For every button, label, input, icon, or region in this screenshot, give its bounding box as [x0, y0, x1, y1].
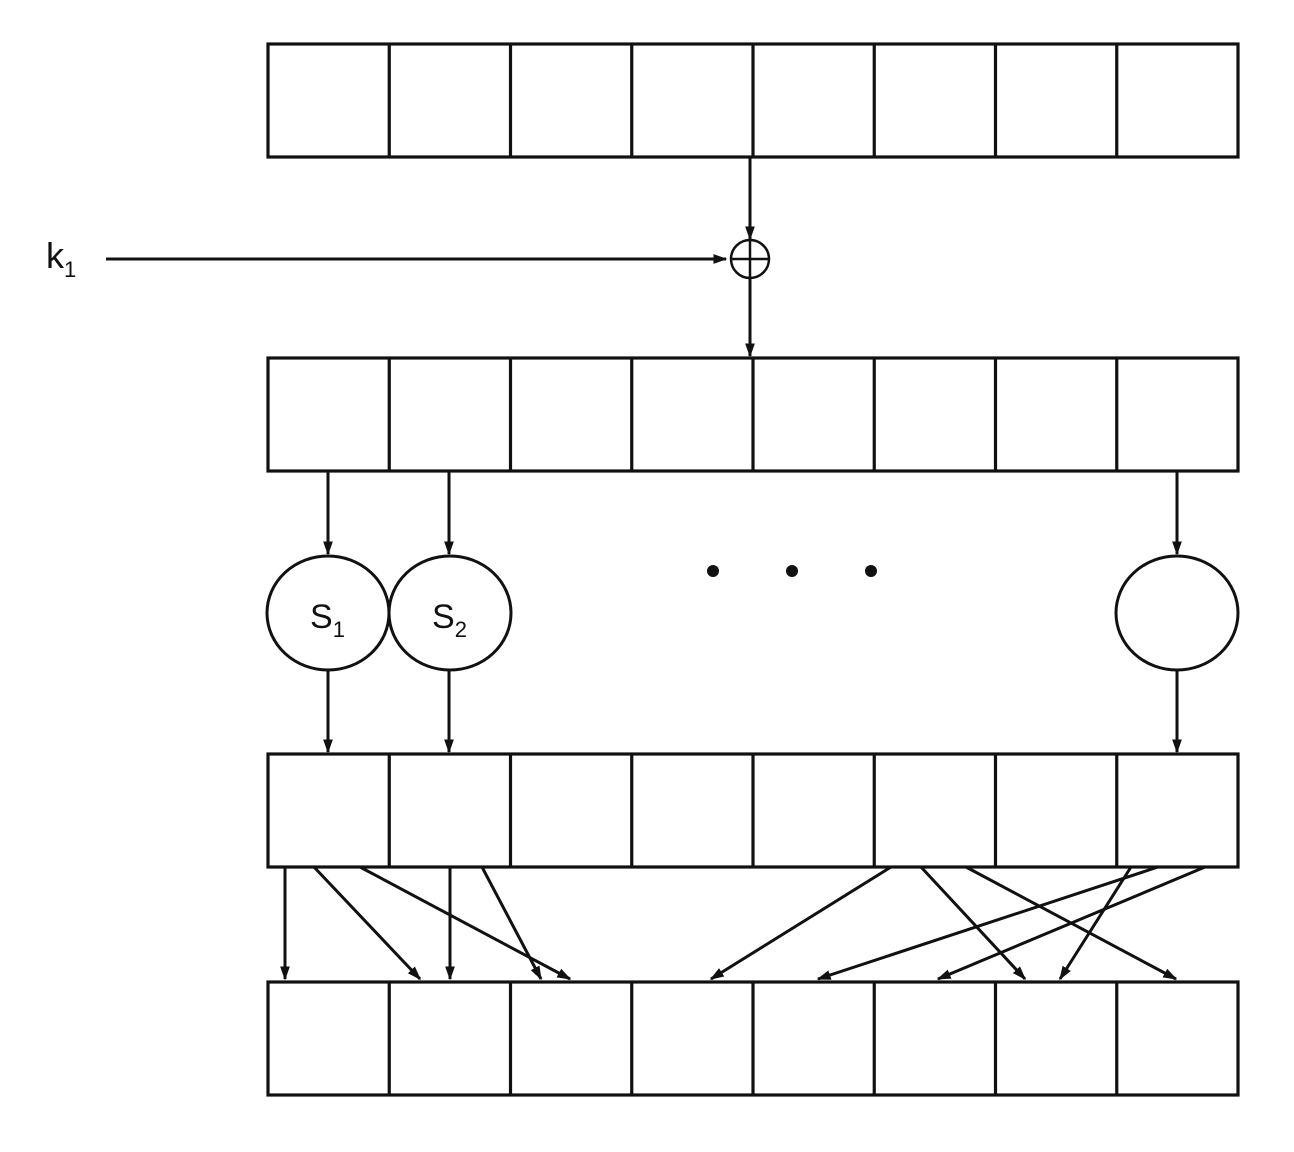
perm-wire	[1058, 866, 1133, 981]
input-register-cells	[387, 44, 1119, 157]
output-register-cells	[387, 982, 1119, 1095]
sbox-2: S2	[387, 554, 513, 672]
perm-wire	[919, 865, 1027, 981]
output-register	[266, 980, 1240, 1097]
sbox-n	[1114, 554, 1240, 672]
permutation-wires	[280, 865, 1206, 981]
input-register	[266, 42, 1240, 159]
substituted-register-cells	[387, 754, 1119, 867]
keyed-register-cells	[387, 358, 1119, 471]
substituted-register	[266, 752, 1240, 869]
horizontal-ellipsis-icon	[707, 565, 877, 577]
key-input: k1	[46, 235, 728, 282]
perm-wire	[816, 865, 1159, 981]
sbox-1-label: S1	[310, 598, 345, 642]
perm-wire	[936, 865, 1206, 981]
perm-wire	[709, 865, 892, 981]
sbox-2-label: S2	[432, 598, 467, 642]
perm-wire	[480, 866, 543, 981]
key-label: k1	[46, 235, 76, 282]
xor-icon	[729, 238, 771, 280]
perm-wire	[312, 865, 422, 981]
sbox-1: S1	[265, 554, 391, 672]
keyed-register	[266, 356, 1240, 473]
perm-wire	[359, 865, 572, 981]
